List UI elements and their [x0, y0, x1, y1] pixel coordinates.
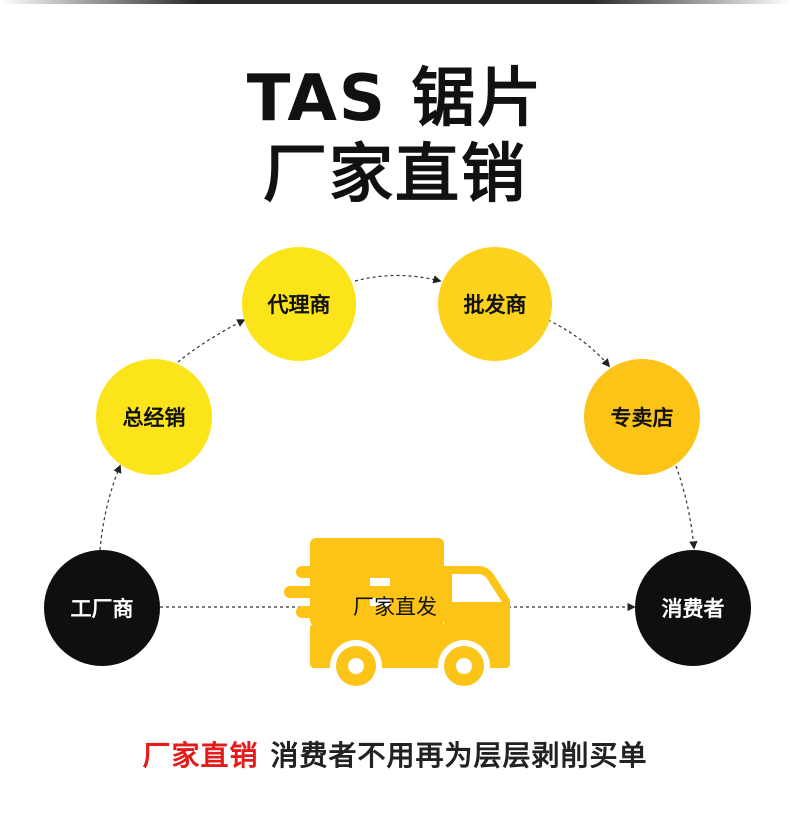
truck-icon: [284, 538, 510, 692]
node-agent: 代理商: [242, 247, 356, 361]
node-wholesaler-label: 批发商: [463, 293, 527, 317]
node-general-distributor-label: 总经销: [122, 406, 186, 430]
top-divider: [0, 0, 790, 4]
connector-store-to-consumer: [675, 465, 698, 550]
slogan: 厂家直销消费者不用再为层层剥削买单: [0, 734, 790, 774]
connector-factory-to-general: [99, 464, 122, 551]
connector-wholesaler-to-store: [547, 319, 611, 368]
node-factory: 工厂商: [44, 550, 160, 666]
node-consumer-label: 消费者: [661, 597, 725, 621]
page-title-line1: TAS 锯片: [246, 62, 544, 136]
page-title-line2: 厂家直销: [263, 138, 527, 212]
node-general-distributor: 总经销: [96, 359, 212, 475]
node-consumer: 消费者: [635, 550, 751, 666]
direct-shipping-label: 厂家直发: [353, 595, 437, 619]
slogan-highlight: 厂家直销: [142, 739, 259, 772]
connector-general-to-agent: [177, 319, 246, 363]
node-factory-label: 工厂商: [70, 597, 134, 621]
slogan-text: 消费者不用再为层层剥削买单: [270, 739, 648, 772]
node-agent-label: 代理商: [267, 293, 331, 317]
connector-agent-to-wholesaler: [354, 274, 442, 284]
node-wholesaler: 批发商: [438, 247, 552, 361]
node-store: 专卖店: [584, 359, 700, 475]
node-store-label: 专卖店: [610, 406, 674, 430]
